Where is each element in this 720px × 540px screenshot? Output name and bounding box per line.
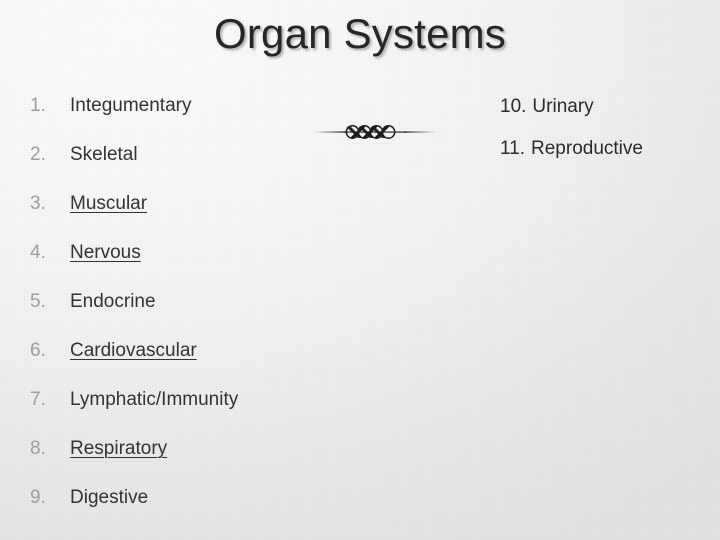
organ-systems-list-left: 1. Integumentary 2. Skeletal 3. Muscular 4. Ner… <box>30 95 450 536</box>
list-item-label: Urinary <box>532 96 594 117</box>
list-item-number: 2. <box>30 144 46 165</box>
list-item-label[interactable]: Nervous <box>70 242 141 263</box>
braided-rope-divider-icon <box>310 118 440 146</box>
list-item-label[interactable]: Cardiovascular <box>70 340 197 361</box>
list-item-label: Reproductive <box>531 138 643 159</box>
list-item-number: 4. <box>30 242 46 263</box>
list-item-number: 5. <box>30 291 46 312</box>
list-item: 9. Digestive <box>30 487 450 536</box>
list-item: 8. Respiratory <box>30 438 450 487</box>
list-item-label: Endocrine <box>70 291 156 312</box>
list-item-number: 9. <box>30 487 46 508</box>
list-item-number: 1. <box>30 95 46 116</box>
list-item-number: 10. <box>500 96 527 117</box>
list-item: 3. Muscular <box>30 193 450 242</box>
list-item-label: Integumentary <box>70 95 192 116</box>
list-item: 2. Skeletal <box>30 144 450 193</box>
list-item: 6. Cardiovascular <box>30 340 450 389</box>
list-item-number: 11. <box>500 138 526 159</box>
list-item: 7. Lymphatic/Immunity <box>30 389 450 438</box>
list-item-label: Skeletal <box>70 144 138 165</box>
list-item-label[interactable]: Respiratory <box>70 438 168 459</box>
page-title: Organ Systems <box>213 10 507 57</box>
list-item: 11.Reproductive <box>500 138 715 180</box>
list-item-label: Digestive <box>70 487 149 508</box>
list-item: 10.Urinary <box>500 96 715 138</box>
list-item-number: 7. <box>30 389 46 410</box>
list-item-label: Lymphatic/Immunity <box>70 389 239 410</box>
list-item: 5. Endocrine <box>30 291 450 340</box>
list-item-number: 3. <box>30 193 46 214</box>
list-item-number: 6. <box>30 340 46 361</box>
list-item: 4. Nervous <box>30 242 450 291</box>
list-item-number: 8. <box>30 438 46 459</box>
list-item-label[interactable]: Muscular <box>70 193 148 214</box>
list-item: 1. Integumentary <box>30 95 450 144</box>
